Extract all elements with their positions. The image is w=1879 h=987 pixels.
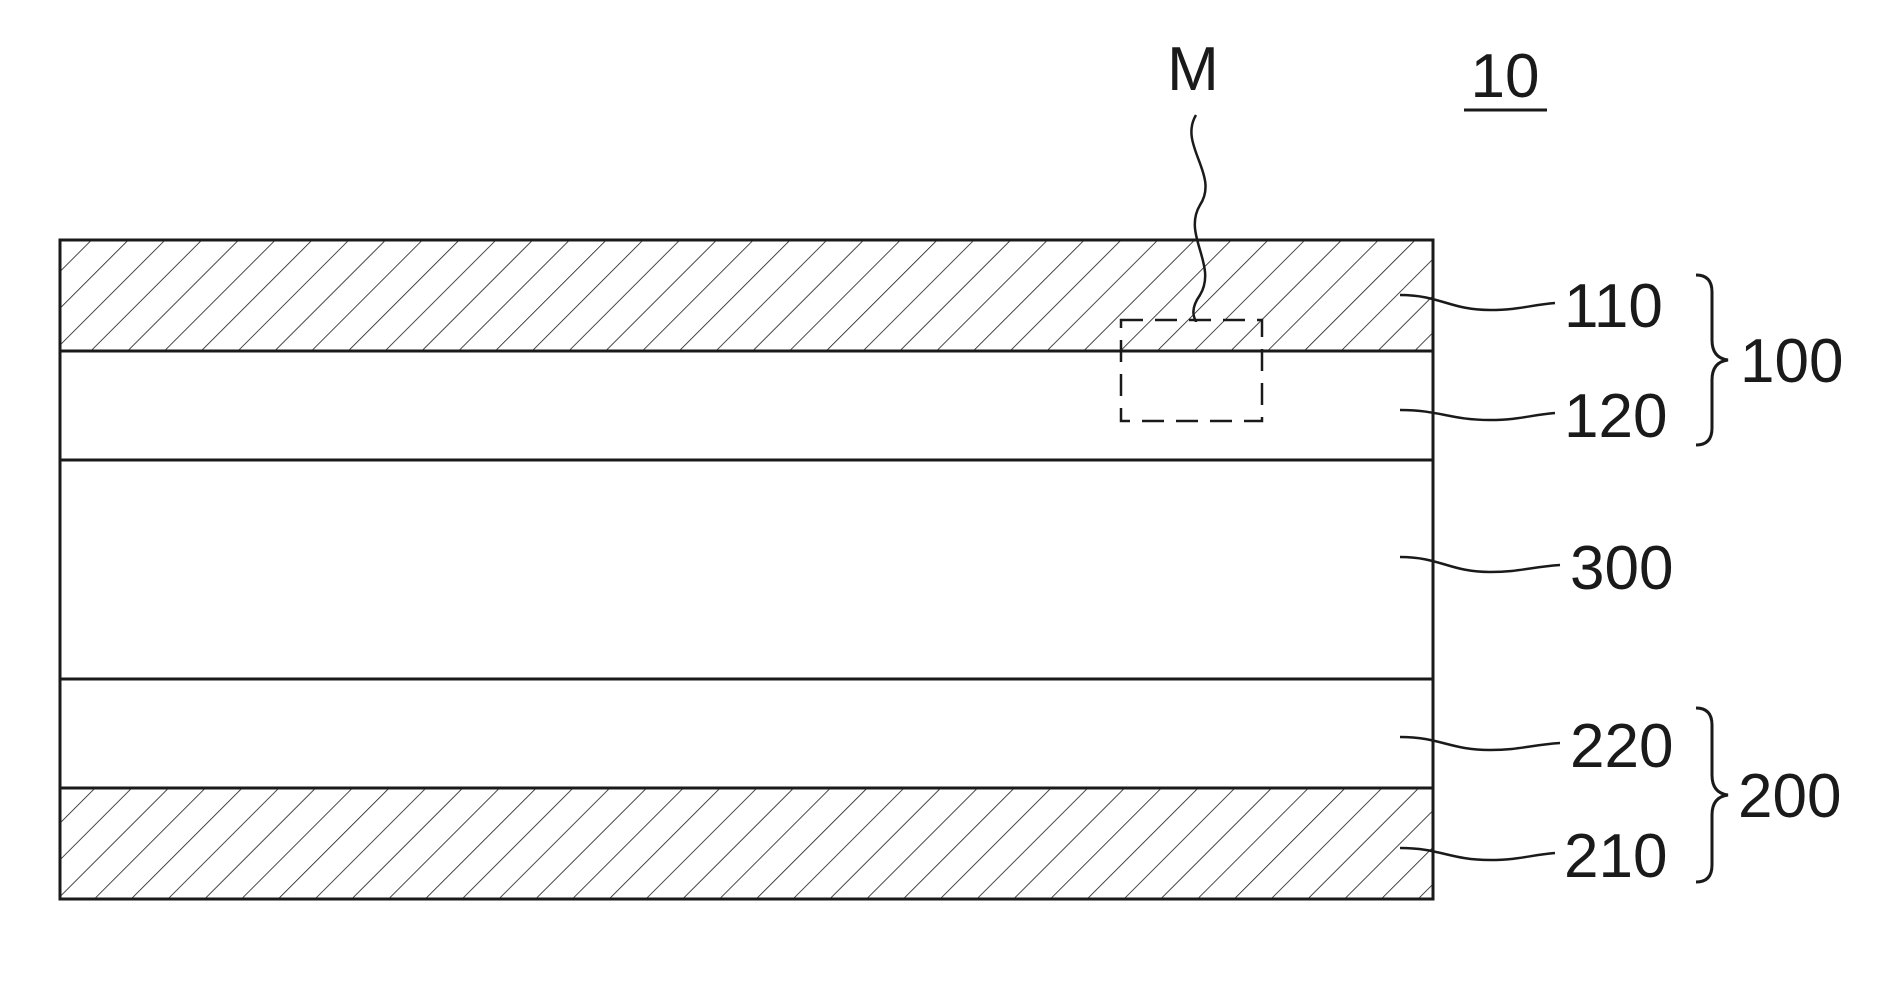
label-110: 110 (1564, 272, 1663, 341)
label-210: 210 (1564, 822, 1667, 891)
group-label-100: 100 (1740, 327, 1843, 396)
brace-100 (1696, 275, 1728, 445)
layer-220 (60, 679, 1433, 788)
group-label-200: 200 (1738, 762, 1841, 831)
label-120: 120 (1564, 382, 1667, 451)
layer-120 (60, 351, 1433, 460)
label-300: 300 (1570, 534, 1673, 603)
magnify-label: M (1167, 35, 1219, 104)
layer-210 (60, 788, 1433, 899)
label-220: 220 (1570, 712, 1673, 781)
layer-110 (60, 240, 1433, 351)
layer-300 (60, 460, 1433, 679)
figure-ref-label: 10 (1471, 42, 1540, 111)
brace-200 (1696, 708, 1728, 882)
